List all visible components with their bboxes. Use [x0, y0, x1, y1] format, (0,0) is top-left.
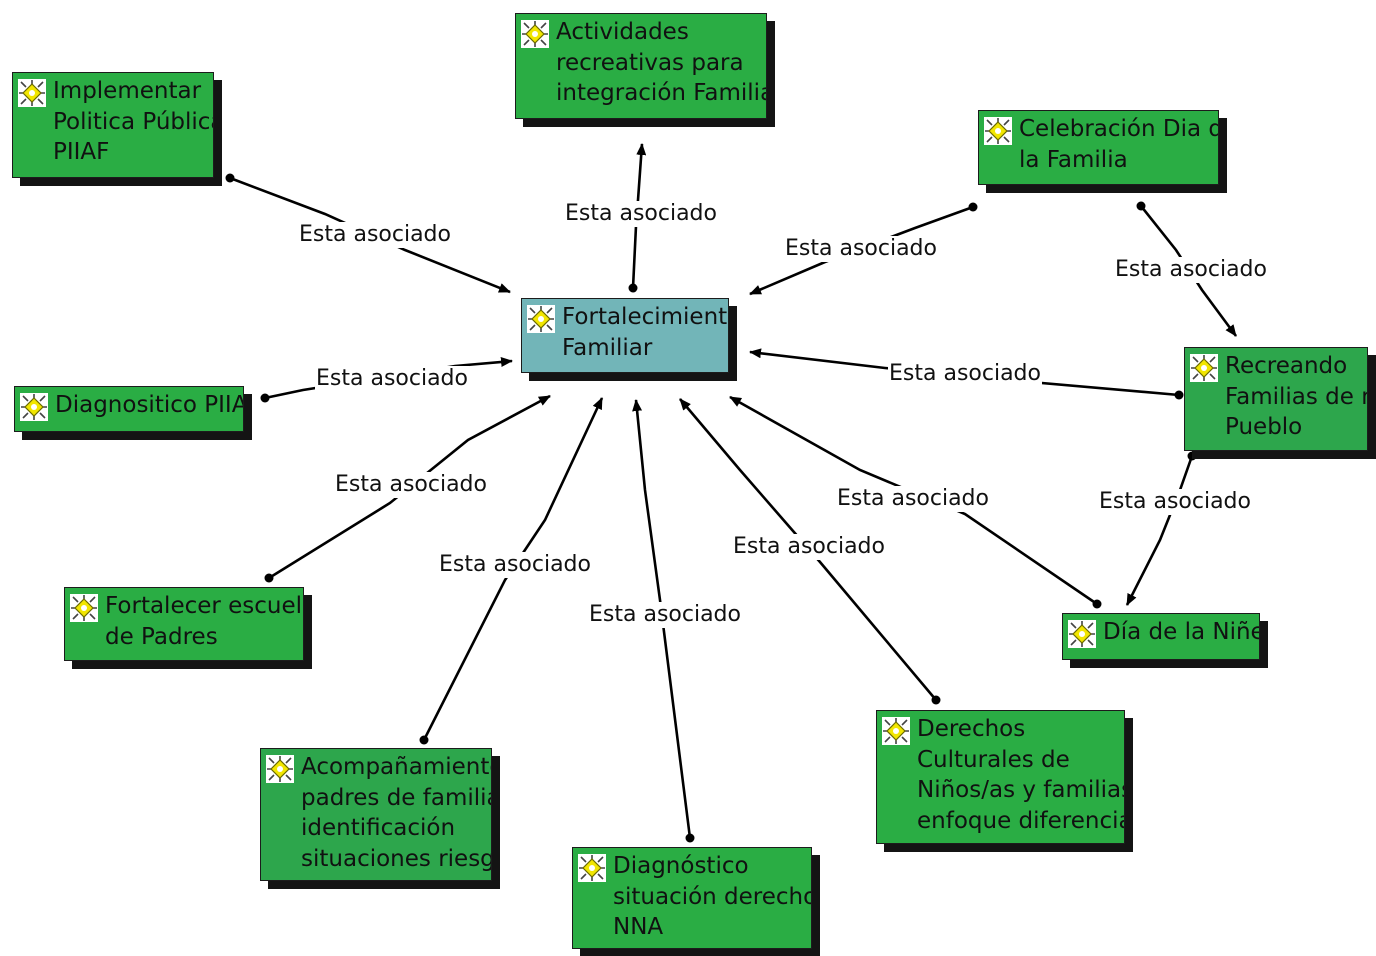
node-text-line: recreativas para [556, 49, 744, 76]
connection-label: Esta asociado [564, 201, 718, 227]
connector-fortalecer-to-center [268, 394, 551, 580]
connector-derechos-to-center [679, 398, 937, 701]
node-text-line: Diagnóstico [613, 853, 749, 879]
connection-label: Esta asociado [784, 236, 938, 262]
connection-label: Esta asociado [588, 602, 742, 628]
connection-label: Esta asociado [334, 472, 488, 498]
node-text-line: Acompañamiento [301, 754, 492, 780]
connector-start-dot [264, 573, 274, 583]
node-text-line: integración Familiar [556, 80, 767, 106]
node-text-line: enfoque diferencial [917, 807, 1125, 834]
node-acompanamiento-padres[interactable]: Acompañamiento padres de familia identific… [260, 748, 492, 881]
concept-icon [1068, 620, 1096, 648]
concept-icon [70, 594, 98, 622]
node-text-line: Pueblo [1225, 414, 1303, 440]
node-text-line: Politica Pública [53, 108, 214, 135]
connector-start-dot [260, 393, 270, 403]
node-text-line: Niños/as y familias [917, 777, 1125, 803]
node-text-line: identificación [301, 815, 456, 841]
connection-label: Esta asociado [1098, 489, 1252, 515]
concept-icon [578, 854, 606, 882]
concept-icon [18, 79, 46, 107]
node-text-line: Implementar [53, 78, 202, 104]
node-text-line: Día de la Niñez [1103, 619, 1260, 645]
node-text-line: Recreando [1225, 353, 1348, 379]
node-text-line: Familiar [562, 334, 653, 361]
connection-label: Esta asociado [732, 534, 886, 560]
node-text-line: padres de familia [301, 784, 492, 811]
connector-start-dot [225, 173, 235, 183]
node-text-line: Diagnositico PIIAF [55, 392, 244, 418]
concept-icon [527, 305, 555, 333]
node-text-line: Actividades [556, 19, 689, 45]
concept-icon [984, 117, 1012, 145]
connector-start-dot [1187, 451, 1197, 461]
node-text-line: Fortalecimiento [562, 304, 729, 330]
connection-label: Esta asociado [298, 222, 452, 248]
node-text-line: la Familia [1019, 146, 1128, 173]
node-actividades-recreativas[interactable]: Actividades recreativas para integración F… [515, 13, 767, 119]
node-text: Fortalecer escuelas de Padres [105, 591, 303, 652]
connector-start-dot [1092, 599, 1102, 609]
connector-start-dot [968, 202, 978, 212]
node-text-line: Derechos [917, 716, 1026, 742]
node-diagnositico-piiaf[interactable]: Diagnositico PIIAF [14, 386, 244, 432]
node-text-line: Fortalecer escuelas [105, 593, 303, 619]
concept-icon [20, 393, 48, 421]
node-text: Actividades recreativas para integración F… [556, 17, 767, 109]
concept-icon [266, 755, 294, 783]
node-text-line: PIIAF [53, 139, 110, 165]
node-text-line: Familias de mi [1225, 383, 1367, 410]
node-dia-de-la-ninez[interactable]: Día de la Niñez [1062, 613, 1260, 660]
node-text-line: situación derechos [613, 883, 812, 910]
connection-label: Esta asociado [888, 361, 1042, 387]
node-text-line: de Padres [105, 623, 218, 650]
node-text: Día de la Niñez [1103, 617, 1260, 648]
node-text: Diagnositico PIIAF [55, 390, 244, 421]
concept-icon [1190, 354, 1218, 382]
connector-start-dot [1174, 390, 1184, 400]
connector-diagnostico-nna-to-center [632, 399, 692, 839]
node-text: Acompañamiento padres de familia identific… [301, 752, 492, 874]
connector-start-dot [1136, 201, 1146, 211]
node-text: Celebración Dia de la Familia [1019, 114, 1219, 175]
connector-start-dot [931, 695, 941, 705]
concept-icon [882, 717, 910, 745]
connection-label: Esta asociado [438, 552, 592, 578]
connection-label: Esta asociado [315, 366, 469, 392]
node-celebracion-dia-familia[interactable]: Celebración Dia de la Familia [978, 110, 1219, 185]
node-fortalecer-escuelas[interactable]: Fortalecer escuelas de Padres [64, 587, 304, 661]
connection-label: Esta asociado [1114, 257, 1268, 283]
connector-start-dot [419, 735, 429, 745]
connector-start-dot [685, 833, 695, 843]
node-text-line: Celebración Dia de [1019, 116, 1219, 142]
connector-acompanamiento-to-center [422, 397, 604, 741]
node-text-line: Culturales de [917, 746, 1070, 773]
node-text-line: situaciones riesgo [301, 845, 492, 872]
connector-start-dot [628, 283, 638, 293]
concept-icon [521, 20, 549, 48]
connection-label: Esta asociado [836, 486, 990, 512]
connector-recreando-to-dia-ninez [1125, 455, 1194, 606]
node-text-line: NNA [613, 914, 664, 940]
